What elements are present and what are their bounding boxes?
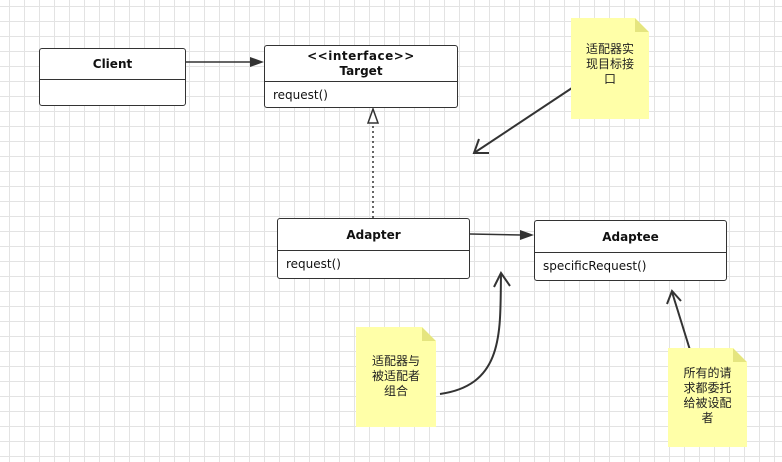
client-class-name: Client xyxy=(40,49,185,80)
adapter-adaptee-arrowhead xyxy=(520,230,534,240)
note-line: 者 xyxy=(701,411,714,425)
note-line: 组合 xyxy=(383,384,408,398)
adaptee-class[interactable]: Adaptee specificRequest() xyxy=(534,220,727,281)
note-line: 适配器与 xyxy=(371,354,420,368)
target-class-name: Target xyxy=(339,64,383,78)
target-stereotype: <<interface>> xyxy=(307,49,415,63)
target-header: <<interface>> Target xyxy=(265,46,457,82)
delegation-note-arrowhead xyxy=(666,289,682,305)
client-target-arrowhead xyxy=(250,57,264,67)
note-line: 口 xyxy=(603,72,616,86)
note-line: 适配器实 xyxy=(585,42,634,56)
note-line: 现目标接 xyxy=(585,57,634,71)
note-implements[interactable]: 适配器实 现目标接 口 xyxy=(571,18,649,119)
target-interface[interactable]: <<interface>> Target request() xyxy=(264,45,458,108)
adaptee-operation: specificRequest() xyxy=(543,259,647,273)
adapter-class-name: Adapter xyxy=(278,219,469,251)
note-line: 被适配者 xyxy=(371,369,420,383)
composition-note-arrowhead xyxy=(493,271,511,288)
note-line: 求都委托 xyxy=(683,381,732,395)
composition-note-arrow[interactable] xyxy=(439,273,502,395)
note-composition-text: 适配器与 被适配者 组合 xyxy=(356,354,436,399)
adaptee-class-name: Adaptee xyxy=(535,221,726,253)
note-composition[interactable]: 适配器与 被适配者 组合 xyxy=(356,327,436,427)
target-operation: request() xyxy=(273,88,328,102)
adapter-class[interactable]: Adapter request() xyxy=(277,218,470,279)
note-line: 给被设配 xyxy=(683,396,732,410)
realization-arrowhead xyxy=(366,106,380,124)
note-delegation-text: 所有的请 求都委托 给被设配 者 xyxy=(668,366,747,426)
client-class[interactable]: Client xyxy=(39,48,186,106)
adapter-adaptee-association[interactable] xyxy=(469,233,522,236)
adapter-operation: request() xyxy=(286,257,341,271)
delegation-note-arrow[interactable] xyxy=(671,291,691,351)
implements-note-arrow[interactable] xyxy=(473,83,579,154)
implements-note-arrowhead xyxy=(472,138,489,154)
note-implements-text: 适配器实 现目标接 口 xyxy=(571,42,649,87)
note-delegation[interactable]: 所有的请 求都委托 给被设配 者 xyxy=(668,348,747,447)
note-line: 所有的请 xyxy=(683,366,732,380)
